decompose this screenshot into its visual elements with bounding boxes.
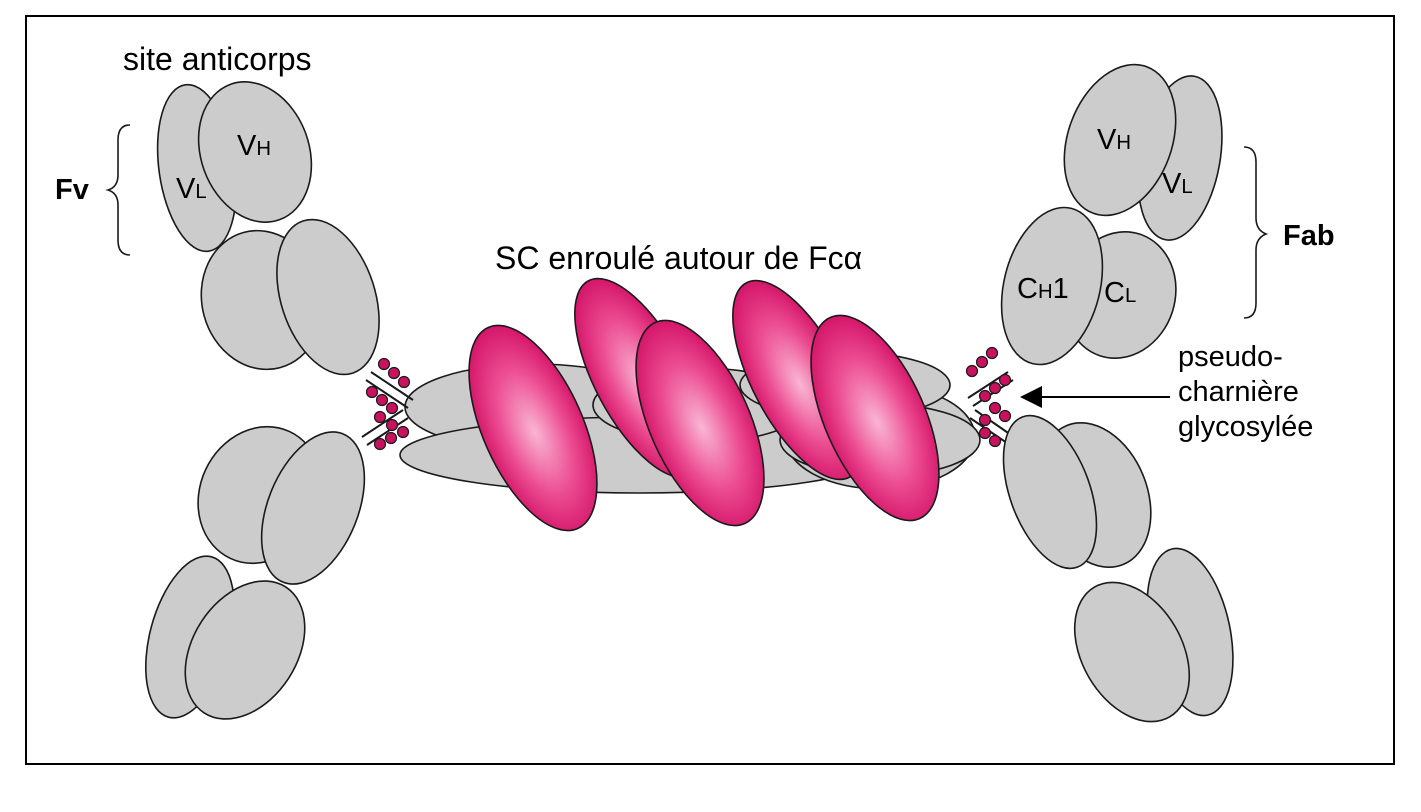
right-vh-label: VH bbox=[1097, 124, 1131, 156]
hinge-label-line3: glycosylée bbox=[1178, 411, 1314, 443]
hinge-arrow bbox=[1020, 386, 1170, 408]
fab-label: Fab bbox=[1283, 220, 1335, 252]
left-vl-label: VL bbox=[176, 173, 207, 205]
glycans bbox=[365, 346, 1012, 451]
left-upper-fab bbox=[156, 81, 380, 376]
right-cl-label: CL bbox=[1104, 277, 1137, 309]
hinge-label-line2: charnière bbox=[1178, 376, 1299, 408]
left-vh-label: VH bbox=[237, 130, 271, 162]
right-ch1-label: CH1 bbox=[1017, 273, 1069, 305]
right-vh-domain bbox=[1063, 63, 1177, 217]
hinge-label-line1: pseudo- bbox=[1178, 341, 1283, 373]
fab-brace bbox=[1243, 146, 1269, 319]
left-hinge bbox=[361, 371, 414, 446]
left-vh-domain bbox=[197, 81, 313, 223]
right-lower-fab bbox=[1002, 414, 1234, 723]
right-vl-label: VL bbox=[1162, 168, 1193, 200]
sc-label: SC enroulé autour de Fcα bbox=[495, 240, 863, 276]
left-lower-fab bbox=[144, 425, 366, 720]
fv-brace bbox=[105, 124, 131, 256]
right-ch1-domain bbox=[1000, 206, 1104, 366]
fv-label: Fv bbox=[55, 174, 89, 206]
antibody-site-label: site anticorps bbox=[123, 41, 312, 77]
right-upper-fab bbox=[1000, 63, 1223, 366]
secretory-component bbox=[468, 277, 940, 532]
